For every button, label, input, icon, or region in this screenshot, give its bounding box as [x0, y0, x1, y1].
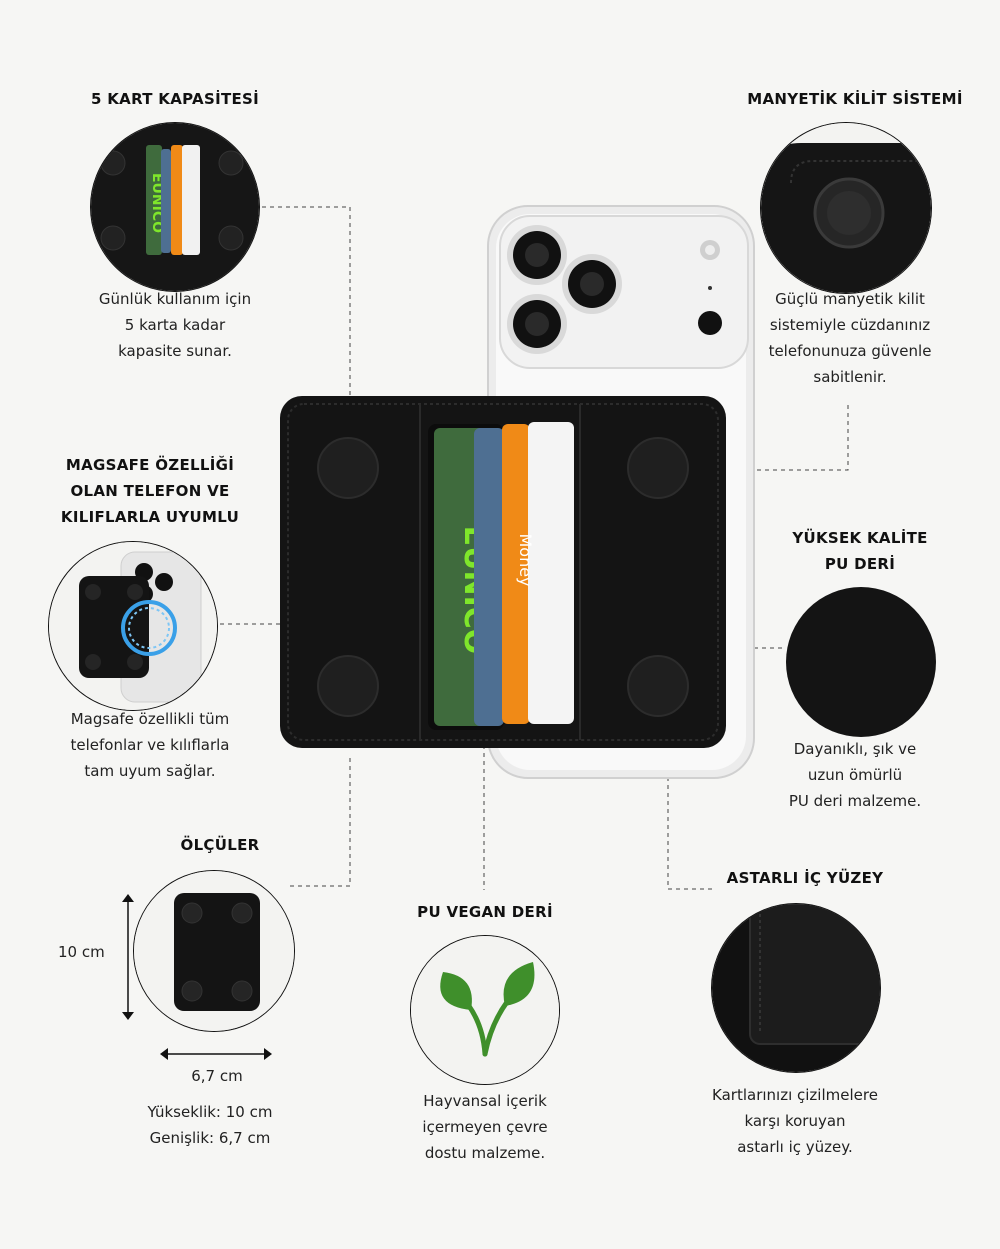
blue-card [474, 428, 504, 726]
vegan-image [410, 935, 560, 1085]
quality-desc: Dayanıklı, şık ve uzun ömürlü PU deri ma… [745, 736, 965, 814]
magnetic-lock-desc-line: sabitlenir. [813, 368, 887, 386]
lined-interior-desc-line: astarlı iç yüzey. [737, 1138, 853, 1156]
arrow-horizontal-icon [160, 1048, 272, 1060]
orange-card [502, 424, 530, 724]
leather-texture-image [786, 587, 936, 737]
wallet-magnets [317, 437, 689, 717]
dimensions-title: ÖLÇÜLER [180, 836, 260, 854]
leaf-icon [411, 936, 559, 1084]
magnetic-lock-title: MANYETİK KİLİT SİSTEMİ [747, 90, 963, 108]
orange-card-text: Money [516, 533, 535, 586]
lined-interior-desc: Kartlarınızı çizilmelere karşı koruyan a… [690, 1082, 900, 1160]
card-capacity-desc-line: 5 karta kadar [124, 316, 226, 334]
card-capacity-image: EUNICO [90, 122, 260, 292]
white-card [528, 422, 574, 724]
vegan-desc-line: Hayvansal içerik [423, 1092, 547, 1110]
quality-desc-line: uzun ömürlü [807, 766, 903, 784]
dimensions-desc: Yükseklik: 10 cm Genişlik: 6,7 cm [110, 1099, 310, 1151]
quality-title-line: YÜKSEK KALİTE [792, 529, 928, 547]
magsafe-title: MAGSAFE ÖZELLİĞİ OLAN TELEFON VE KILIFLA… [20, 452, 280, 530]
quality-desc-line: PU deri malzeme. [788, 792, 922, 810]
magsafe-desc: Magsafe özellikli tüm telefonlar ve kılı… [20, 706, 280, 784]
magsafe-image [48, 541, 218, 711]
vegan-desc-line: dostu malzeme. [424, 1144, 546, 1162]
quality-title: YÜKSEK KALİTE PU DERİ [740, 525, 980, 577]
magsafe-title-line: KILIFLARLA UYUMLU [60, 508, 240, 526]
magnetic-lock-desc-line: telefonunuza güvenle [768, 342, 932, 360]
vegan-title: PU VEGAN DERİ [417, 903, 553, 921]
card-capacity-desc: Günlük kullanım için 5 karta kadar kapas… [60, 286, 290, 364]
magsafe-desc-line: Magsafe özellikli tüm [70, 710, 230, 728]
quality-desc-line: Dayanıklı, şık ve [793, 740, 917, 758]
magnetic-lock-image [760, 122, 932, 294]
magsafe-desc-line: tam uyum sağlar. [84, 762, 216, 780]
arrow-vertical-icon [122, 894, 134, 1020]
height-label: 10 cm [58, 943, 105, 961]
quality-title-line: PU DERİ [824, 555, 896, 573]
card-capacity-desc-line: Günlük kullanım için [98, 290, 252, 308]
magsafe-ring-icon [121, 600, 177, 656]
lined-interior-desc-line: Kartlarınızı çizilmelere [712, 1086, 878, 1104]
camera-lenses [507, 225, 722, 354]
dimensions-desc-line: Yükseklik: 10 cm [147, 1103, 273, 1121]
magsafe-title-line: MAGSAFE ÖZELLİĞİ [65, 456, 235, 474]
product-hero: EUNICO Money [280, 205, 755, 779]
magnetic-lock-desc-line: Güçlü manyetik kilit [775, 290, 925, 308]
lined-interior-title: ASTARLI İÇ YÜZEY [726, 869, 884, 887]
width-label: 6,7 cm [191, 1067, 243, 1085]
magsafe-title-line: OLAN TELEFON VE [70, 482, 230, 500]
dimensions-desc-line: Genişlik: 6,7 cm [149, 1129, 271, 1147]
card-capacity-desc-line: kapasite sunar. [118, 342, 232, 360]
vegan-desc: Hayvansal içerik içermeyen çevre dostu m… [385, 1088, 585, 1166]
magsafe-desc-line: telefonlar ve kılıflarla [70, 736, 230, 754]
dimensions-image [133, 870, 295, 1032]
card-capacity-title: 5 KART KAPASİTESİ [90, 90, 260, 108]
lined-interior-desc-line: karşı koruyan [744, 1112, 846, 1130]
magnetic-lock-desc: Güçlü manyetik kilit sistemiyle cüzdanın… [730, 286, 970, 390]
vegan-desc-line: içermeyen çevre [422, 1118, 548, 1136]
lined-interior-image [711, 903, 881, 1073]
magnetic-lock-desc-line: sistemiyle cüzdanınız [769, 316, 931, 334]
